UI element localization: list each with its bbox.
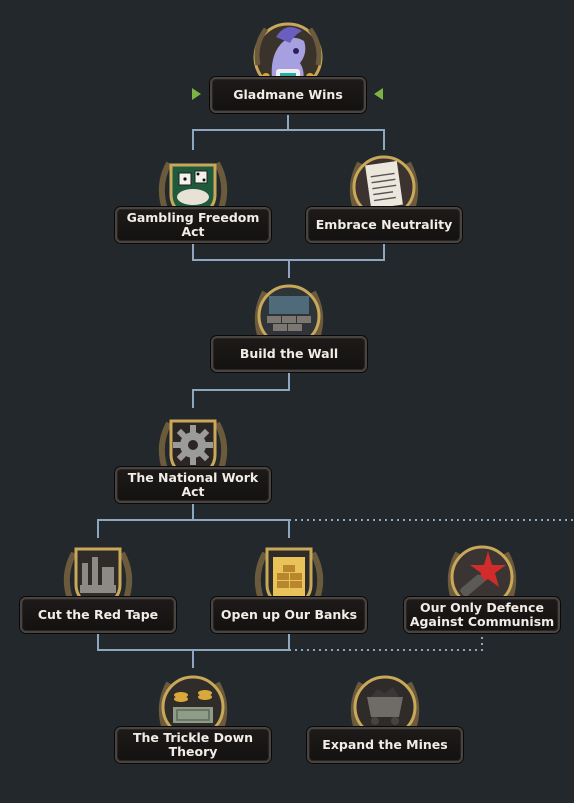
money-stack-icon <box>158 675 228 739</box>
connection-banks-mines <box>289 633 483 651</box>
focus-label: Embrace Neutrality <box>306 207 462 243</box>
document-icon <box>349 155 419 219</box>
focus-label: The National Work Act <box>115 467 271 503</box>
focus-label: Gladmane Wins <box>210 77 366 113</box>
gear-icon <box>158 419 228 481</box>
available-arrow-left-icon <box>192 88 201 100</box>
connection-gambling-wall <box>192 243 290 278</box>
focus-label: Build the Wall <box>211 336 367 372</box>
focus-label: Open up Our Banks <box>211 597 367 633</box>
factory-icon <box>63 547 133 611</box>
focus-label: Gambling Freedom Act <box>115 207 271 243</box>
dice-icon <box>158 161 228 221</box>
connection-banks-trickle <box>193 633 290 651</box>
connection-gladmane-gambling <box>192 115 289 150</box>
focus-label: The Trickle Down Theory <box>115 727 271 763</box>
available-arrow-right-icon <box>374 88 383 100</box>
focus-label: Our Only Defence Against Communism <box>404 597 560 633</box>
mine-cart-icon <box>350 675 420 739</box>
connection-wall-workact <box>192 372 290 408</box>
connection-workact-banks <box>193 519 290 538</box>
connection-workact-redtape <box>97 503 194 538</box>
connection-neutrality-wall <box>289 243 385 261</box>
focus-label: Expand the Mines <box>307 727 463 763</box>
gold-bars-icon <box>254 547 324 611</box>
connection-gladmane-neutrality <box>288 129 385 150</box>
connection-redtape-trickle <box>97 633 194 668</box>
focus-label: Cut the Red Tape <box>20 597 176 633</box>
